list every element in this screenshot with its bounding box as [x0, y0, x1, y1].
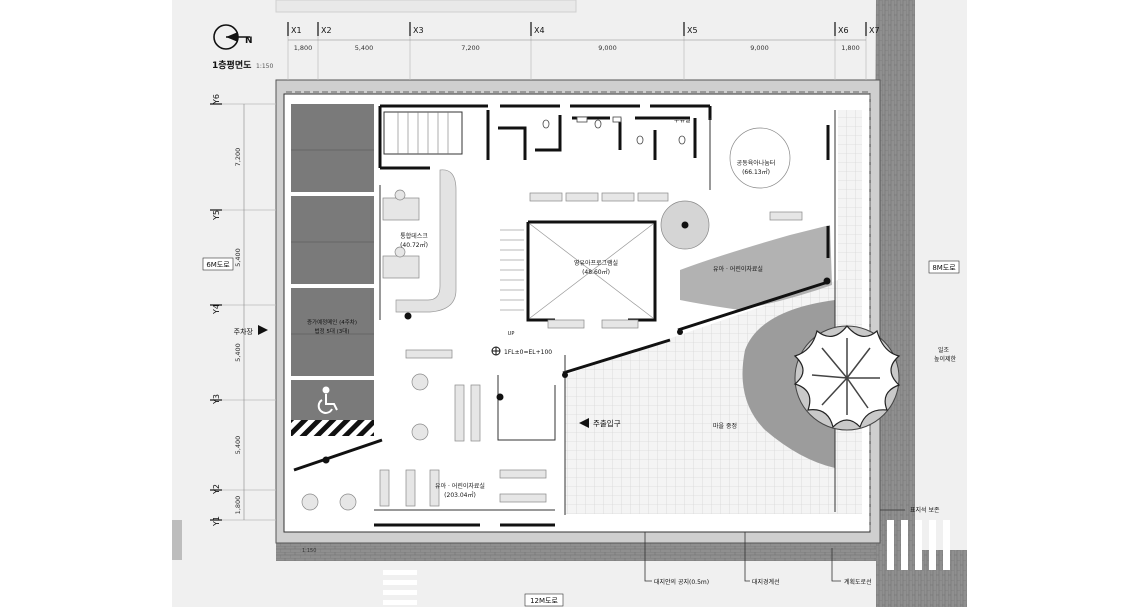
room-desk-area: (40.72㎡) [400, 241, 428, 249]
grid-label-x: X6 [838, 26, 849, 35]
site-boundary-label: 대지경계선 [752, 578, 780, 586]
dim-label-y: 5,400 [234, 248, 242, 267]
grid-label-y: Y4 [212, 304, 221, 315]
grid-label-y: Y3 [212, 394, 221, 405]
desk-ramp [395, 169, 457, 313]
bottom-road-pavement [276, 543, 876, 561]
grid-label-y: Y1 [212, 516, 221, 527]
room-kids-cafe-label: 공동육아나눔터 [737, 159, 776, 167]
room-water-label: 수유실 [674, 116, 691, 124]
columns [322, 221, 831, 464]
grid-label-y: Y2 [212, 484, 221, 495]
dim-label-y: 7,200 [234, 148, 242, 167]
grid-label-x: X2 [321, 26, 332, 35]
grid-label-x: X3 [413, 26, 424, 35]
entrance-label: 주출입구 [593, 418, 621, 428]
north-arrow: N [213, 24, 253, 50]
dim-label-x: 5,400 [355, 44, 374, 52]
callout-leaders [644, 509, 905, 582]
walls [293, 104, 830, 527]
dim-label-x: 1,800 [294, 44, 313, 52]
courtyard-deck [680, 225, 832, 310]
dim-label-x: 1,800 [841, 44, 860, 52]
grid-label-x: X1 [291, 26, 302, 35]
svg-text:N: N [245, 36, 253, 46]
room-desk-label: 통합데스크 [400, 232, 428, 240]
plan-title: 1층평면도 [212, 59, 252, 71]
road-bottom-label: 12M도로 [530, 597, 558, 605]
room-play-small-label: 유아 · 어린이자료실 [713, 265, 763, 273]
sunlight-limit-label-2: 높이제한 [934, 355, 957, 363]
room-program-area: (48.60㎡) [582, 268, 610, 276]
grid-label-y: Y6 [212, 94, 221, 105]
grid-label-x: X5 [687, 26, 698, 35]
restroom-fixtures [542, 116, 686, 145]
grid-label-x: X4 [534, 26, 545, 35]
program-room-cross [529, 223, 654, 319]
dim-label-x: 7,200 [461, 44, 480, 52]
level-marker-icon [491, 346, 501, 356]
dim-label-y: 5,400 [234, 436, 242, 455]
level-label: 1FL±0=EL+100 [504, 349, 552, 356]
parking-arrow [258, 325, 268, 335]
room-play-main-area: (203.04㎡) [444, 491, 476, 499]
marker-stone-label: 표지석 보존 [910, 506, 940, 514]
walls-thin [374, 110, 836, 515]
dim-label-y: 1,800 [234, 496, 242, 515]
dim-label-x: 9,000 [750, 44, 769, 52]
neighbor-building-top [275, 0, 577, 13]
stair-up-label: UP [508, 331, 515, 337]
grid-label-y: Y5 [212, 210, 221, 221]
tree-symbol [793, 325, 901, 431]
room-program-label: 영유아프로그램실 [574, 259, 618, 267]
grid-lines-x: X1 X2 X3 X4 X5 X6 X7 1,800 5,400 7,200 9,000 9,000 1… [287, 22, 880, 80]
plan-scale: 1:150 [256, 63, 273, 70]
crosswalk-bottom [383, 570, 417, 605]
parking-note-2: 법정 5대 (3대) [314, 327, 349, 335]
right-road-pavement [872, 0, 967, 607]
room-play-main-label: 유아 · 어린이자료실 [435, 482, 485, 490]
vacant-space-label: 대지안의 공지(0.5m) [654, 578, 709, 586]
room-kids-cafe-area: (66.13㎡) [742, 168, 770, 176]
grid-label-x: X7 [869, 26, 880, 35]
scale-small-label: 1:150 [302, 548, 316, 554]
road-right-label: 8M도로 [932, 264, 956, 272]
road-labels: 6M도로 8M도로 12M도로 [202, 257, 960, 607]
dim-label-y: 5,400 [234, 343, 242, 362]
courtyard-label: 마을 중정 [713, 422, 737, 430]
crosswalk-right [887, 520, 950, 570]
bottom-road [276, 561, 876, 607]
parking-spaces [291, 104, 374, 436]
stair-treads [397, 112, 524, 311]
dim-label-x: 9,000 [598, 44, 617, 52]
entrance-arrow [579, 418, 589, 428]
left-road-pavement [172, 520, 182, 560]
road-left-label: 6M도로 [206, 261, 230, 269]
sunlight-limit-label-1: 일조 [938, 346, 950, 354]
planned-road-label: 계획도로선 [844, 578, 872, 586]
parking-label: 주차장 [234, 327, 254, 336]
accessible-parking-icon [317, 386, 338, 414]
parking-note-1: 증가예정메인 (4주차) [307, 318, 357, 326]
